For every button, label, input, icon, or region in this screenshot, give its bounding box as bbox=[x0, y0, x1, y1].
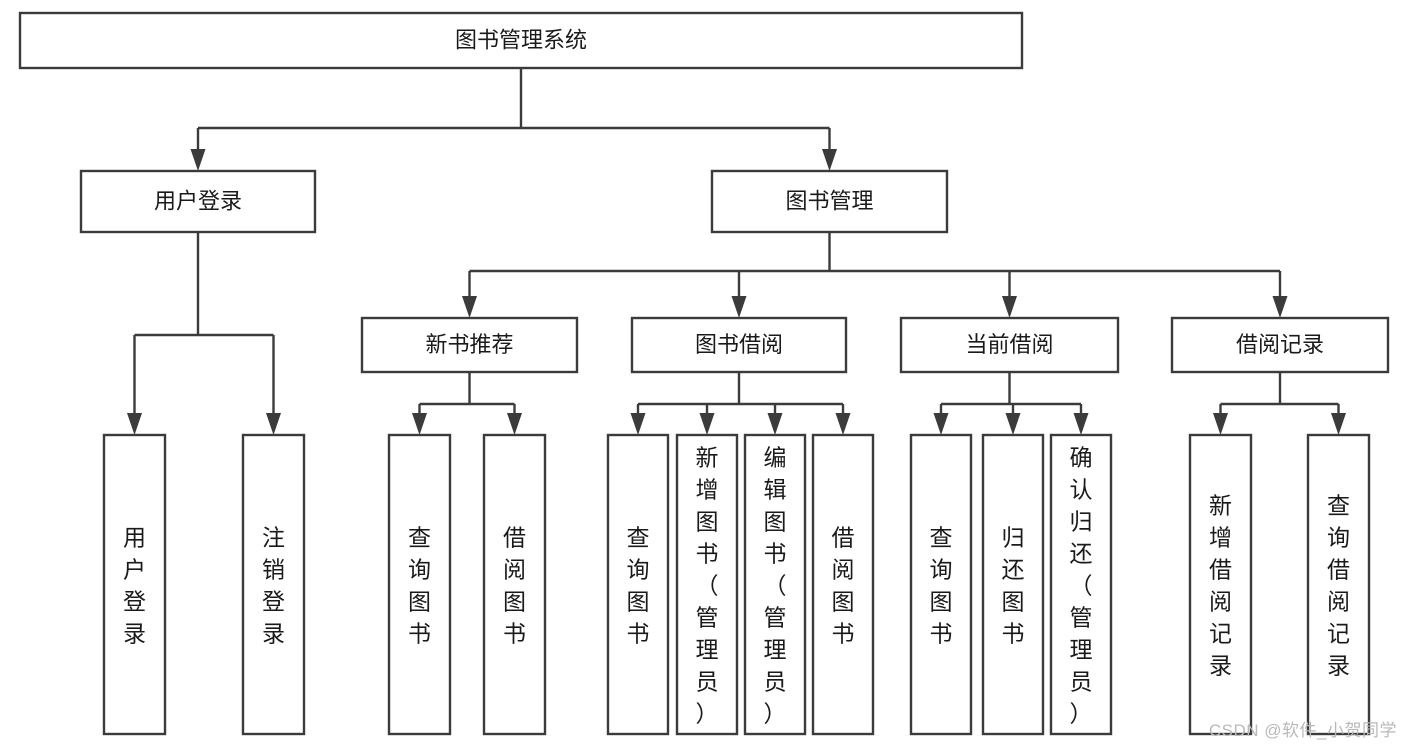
arrow-head-icon bbox=[699, 413, 715, 435]
node-box bbox=[630, 316, 848, 374]
arrow-head-icon bbox=[835, 413, 851, 435]
node-label: 图书管理系统 bbox=[455, 27, 587, 52]
arrow-head-icon bbox=[507, 413, 522, 435]
node-label: 新增借阅记录 bbox=[1209, 492, 1232, 678]
node-box bbox=[899, 316, 1120, 374]
arrow-head-icon bbox=[1213, 413, 1228, 435]
node-box bbox=[710, 169, 949, 234]
arrow-head-icon bbox=[1272, 296, 1288, 318]
node-label: 归还图书 bbox=[1002, 524, 1025, 646]
node-box bbox=[1170, 316, 1390, 374]
node-book-borrow[interactable]: 图书借阅 bbox=[630, 316, 848, 374]
arrow-head-icon bbox=[767, 413, 783, 435]
arrow-head-icon bbox=[266, 413, 281, 435]
arrow-head-icon bbox=[933, 413, 949, 435]
node-box bbox=[1049, 433, 1113, 736]
node-leaf-query-book-2[interactable]: 查询图书 bbox=[606, 433, 670, 736]
node-label: 借阅图书 bbox=[503, 524, 526, 646]
arrow-head-icon bbox=[127, 413, 142, 435]
node-box bbox=[606, 433, 670, 736]
node-box bbox=[79, 169, 317, 234]
arrow-head-icon bbox=[1002, 296, 1017, 318]
node-book-manage[interactable]: 图书管理 bbox=[710, 169, 949, 234]
arrow-head-icon bbox=[822, 149, 837, 171]
node-box bbox=[360, 316, 579, 374]
connector-layer bbox=[127, 68, 1346, 435]
node-label: 查询图书 bbox=[627, 524, 650, 646]
node-box bbox=[1306, 433, 1371, 736]
node-current-borrow[interactable]: 当前借阅 bbox=[899, 316, 1120, 374]
node-label: 查询借阅记录 bbox=[1327, 492, 1350, 678]
node-label: 借阅记录 bbox=[1236, 332, 1324, 357]
node-leaf-query-book-1[interactable]: 查询图书 bbox=[387, 433, 452, 736]
node-leaf-user-login[interactable]: 用户登录 bbox=[102, 433, 167, 736]
node-leaf-borrow-book-1[interactable]: 借阅图书 bbox=[482, 433, 547, 736]
node-borrow-record[interactable]: 借阅记录 bbox=[1170, 316, 1390, 374]
node-box bbox=[743, 433, 807, 736]
node-new-book-rec[interactable]: 新书推荐 bbox=[360, 316, 579, 374]
node-leaf-return-book[interactable]: 归还图书 bbox=[981, 433, 1045, 736]
arrow-head-icon bbox=[462, 296, 477, 318]
node-box bbox=[811, 433, 875, 736]
arrow-head-icon bbox=[1005, 413, 1021, 435]
arrow-head-icon bbox=[190, 149, 206, 171]
node-leaf-add-book[interactable]: 新增图书（管理员） bbox=[675, 433, 739, 736]
node-leaf-borrow-book-2[interactable]: 借阅图书 bbox=[811, 433, 875, 736]
arrow-head-icon bbox=[1331, 413, 1346, 435]
node-label: 借阅图书 bbox=[832, 524, 855, 646]
node-label: 用户登录 bbox=[154, 188, 242, 213]
node-box bbox=[482, 433, 547, 736]
node-leaf-logout[interactable]: 注销登录 bbox=[241, 433, 306, 736]
node-label: 图书管理 bbox=[785, 188, 873, 213]
arrow-head-icon bbox=[412, 413, 427, 435]
node-leaf-query-record[interactable]: 查询借阅记录 bbox=[1306, 433, 1371, 736]
node-label: 图书借阅 bbox=[695, 332, 783, 357]
node-label: 当前借阅 bbox=[965, 332, 1053, 357]
node-label: 查询图书 bbox=[930, 524, 953, 646]
node-leaf-confirm-return[interactable]: 确认归还（管理员） bbox=[1049, 433, 1113, 736]
arrow-head-icon bbox=[1073, 413, 1089, 435]
node-label: 用户登录 bbox=[123, 524, 146, 646]
node-label: 查询图书 bbox=[408, 524, 431, 646]
node-label: 确认归还（管理员） bbox=[1070, 444, 1093, 726]
node-box bbox=[675, 433, 739, 736]
node-layer: 图书管理系统用户登录图书管理新书推荐图书借阅当前借阅借阅记录用户登录注销登录查询… bbox=[18, 11, 1390, 736]
node-user-login[interactable]: 用户登录 bbox=[79, 169, 317, 234]
node-box bbox=[241, 433, 306, 736]
node-label: 新书推荐 bbox=[425, 332, 513, 357]
node-box bbox=[387, 433, 452, 736]
arrow-head-icon bbox=[630, 413, 646, 435]
node-root[interactable]: 图书管理系统 bbox=[18, 11, 1024, 70]
node-box bbox=[102, 433, 167, 736]
node-leaf-add-record[interactable]: 新增借阅记录 bbox=[1188, 433, 1253, 736]
node-box bbox=[909, 433, 973, 736]
node-box bbox=[1188, 433, 1253, 736]
node-leaf-edit-book[interactable]: 编辑图书（管理员） bbox=[743, 433, 807, 736]
node-label: 编辑图书（管理员） bbox=[764, 444, 787, 726]
node-label: 注销登录 bbox=[262, 524, 285, 646]
node-box bbox=[18, 11, 1024, 70]
node-leaf-query-book-3[interactable]: 查询图书 bbox=[909, 433, 973, 736]
node-box bbox=[981, 433, 1045, 736]
arrow-head-icon bbox=[731, 296, 747, 318]
node-label: 新增图书（管理员） bbox=[696, 444, 719, 726]
